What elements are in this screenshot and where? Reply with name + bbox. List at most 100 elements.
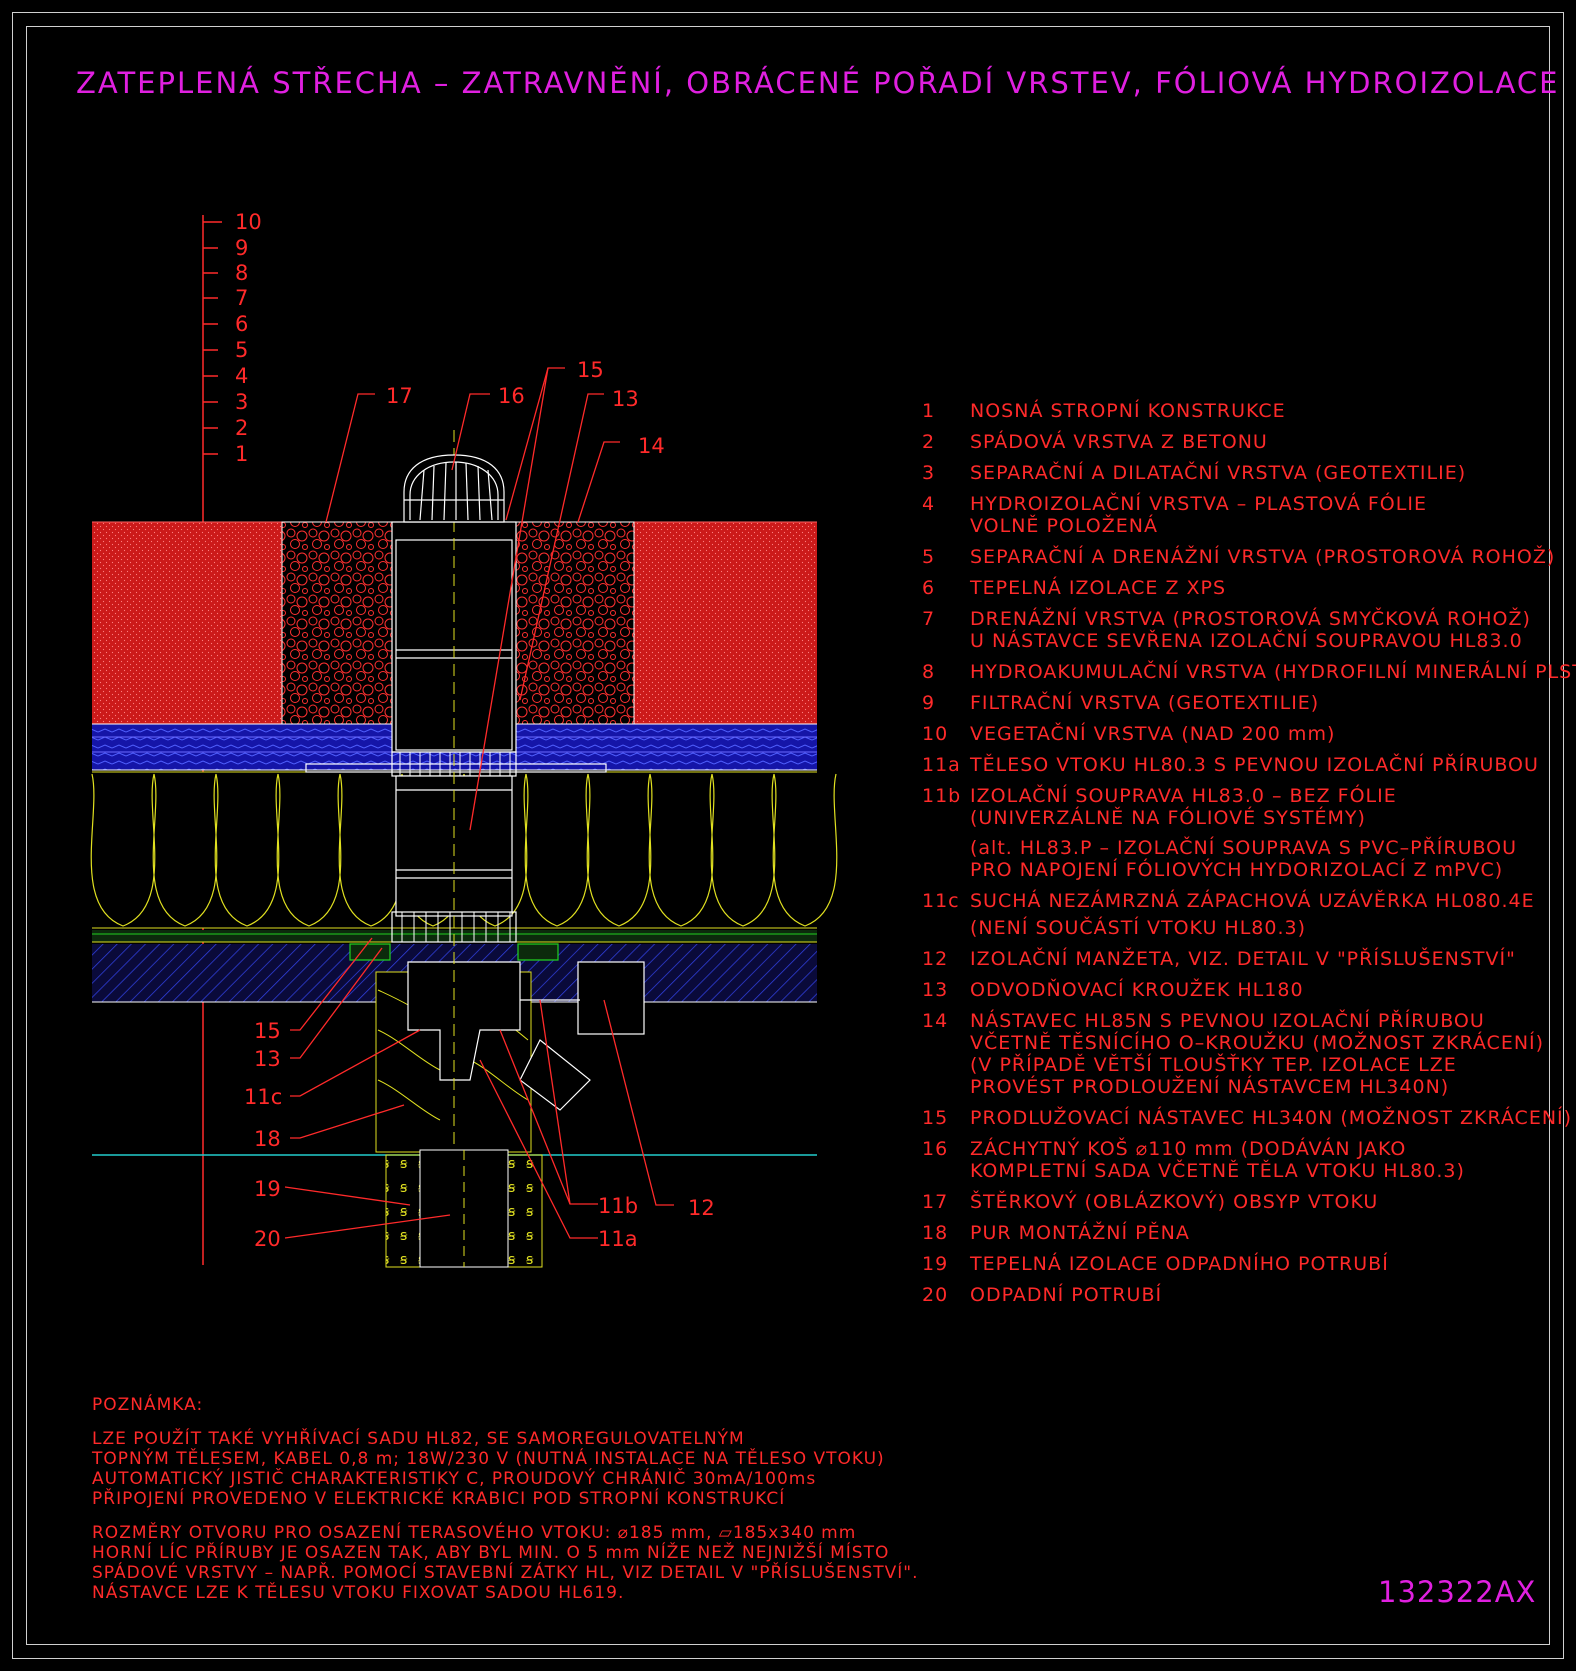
legend-text: SEPARAČNÍ A DRENÁŽNÍ VRSTVA (PROSTOROVÁ … [970, 546, 1555, 568]
callout-11b: 11b [598, 1194, 638, 1218]
legend-number: 11b [922, 785, 962, 807]
legend-number: 13 [922, 979, 949, 1001]
legend-text: TĚLESO VTOKU HL80.3 S PEVNOU IZOLAČNÍ PŘ… [970, 754, 1539, 776]
scale-label-10: 10 [235, 210, 262, 234]
callout-17: 17 [386, 384, 413, 408]
legend-number: 17 [922, 1191, 949, 1213]
legend-text: SPÁDOVÁ VRSTVA Z BETONU [970, 431, 1268, 453]
legend-text: VEGETAČNÍ VRSTVA (NAD 200 mm) [970, 723, 1335, 745]
legend-text: NÁSTAVEC HL85N S PEVNOU IZOLAČNÍ PŘÍRUBO… [970, 1010, 1544, 1098]
legend-number: 1 [922, 400, 936, 422]
downpipe [385, 1149, 543, 1268]
legend-text: NOSNÁ STROPNÍ KONSTRUKCE [970, 400, 1286, 422]
note-line: SPÁDOVÉ VRSTVY – NAPŘ. POMOCÍ STAVEBNÍ Z… [92, 1563, 919, 1583]
legend-number: 7 [922, 608, 936, 630]
scale-label-2: 2 [235, 416, 248, 440]
legend-text: DRENÁŽNÍ VRSTVA (PROSTOROVÁ SMYČKOVÁ ROH… [970, 608, 1531, 652]
drawing-frame-inner [26, 26, 1550, 1645]
legend-line: ODVODŇOVACÍ KROUŽEK HL180 [970, 979, 1304, 1001]
legend-item-17: 17 ŠTĚRKOVÝ (OBLÁZKOVÝ) OBSYP VTOKU [918, 1191, 1518, 1213]
legend-number: 11a [922, 754, 961, 776]
note-line: HORNÍ LÍC PŘÍRUBY JE OSAZEN TAK, ABY BYL… [92, 1543, 890, 1563]
drawing-code: 132322AX [1378, 1575, 1537, 1609]
legend-text: HYDROAKUMULAČNÍ VRSTVA (HYDROFILNÍ MINER… [970, 661, 1576, 683]
legend-text: PRODLUŽOVACÍ NÁSTAVEC HL340N (MOŽNOST ZK… [970, 1107, 1572, 1129]
note-line: NÁSTAVCE LZE K TĚLESU VTOKU FIXOVAT SADO… [92, 1583, 625, 1603]
legend-line: IZOLAČNÍ MANŽETA, VIZ. DETAIL V "PŘÍSLUŠ… [970, 948, 1516, 970]
legend-number: 19 [922, 1253, 949, 1275]
legend-text: ŠTĚRKOVÝ (OBLÁZKOVÝ) OBSYP VTOKU [970, 1191, 1378, 1213]
legend-line: (UNIVERZÁLNĚ NA FÓLIOVÉ SYSTÉMY) [970, 807, 1366, 829]
legend-line: U NÁSTAVCE SEVŘENA IZOLAČNÍ SOUPRAVOU HL… [970, 630, 1523, 652]
drawing-title: ZATEPLENÁ STŘECHA – ZATRAVNĚNÍ, OBRÁCENÉ… [76, 66, 1560, 100]
note-line: TOPNÝM TĚLESEM, KABEL 0,8 m; 18W/230 V (… [92, 1449, 885, 1469]
legend-item-11c: 11c SUCHÁ NEZÁMRZNÁ ZÁPACHOVÁ UZÁVĚRKA HL… [918, 890, 1534, 939]
note-line: LZE POUŽÍT TAKÉ VYHŘÍVACÍ SADU HL82, SE … [92, 1429, 745, 1449]
legend-line: ODPADNÍ POTRUBÍ [970, 1284, 1163, 1306]
note-paragraph-heating: LZE POUŽÍT TAKÉ VYHŘÍVACÍ SADU HL82, SE … [92, 1429, 919, 1509]
legend-text: SEPARAČNÍ A DILATAČNÍ VRSTVA (GEOTEXTILI… [970, 462, 1466, 484]
legend-number: 11c [922, 890, 960, 912]
note-paragraph-dimensions: ROZMĚRY OTVORU PRO OSAZENÍ TERASOVÉHO VT… [92, 1523, 919, 1603]
legend-item-5: 5 SEPARAČNÍ A DRENÁŽNÍ VRSTVA (PROSTOROVÁ… [918, 546, 1554, 568]
legend-number: 18 [922, 1222, 949, 1244]
callout-13-top: 13 [612, 387, 639, 411]
legend-number: 9 [922, 692, 936, 714]
legend-text: TEPELNÁ IZOLACE ODPADNÍHO POTRUBÍ [970, 1253, 1389, 1275]
legend-text: SUCHÁ NEZÁMRZNÁ ZÁPACHOVÁ UZÁVĚRKA HL080… [970, 890, 1535, 939]
legend-item-7: 7 DRENÁŽNÍ VRSTVA (PROSTOROVÁ SMYČKOVÁ RO… [918, 608, 1530, 652]
legend-line: SUCHÁ NEZÁMRZNÁ ZÁPACHOVÁ UZÁVĚRKA HL080… [970, 890, 1535, 912]
callout-11c: 11c [244, 1085, 282, 1109]
legend-line: SEPARAČNÍ A DRENÁŽNÍ VRSTVA (PROSTOROVÁ … [970, 546, 1556, 568]
legend-line: (NENÍ SOUČÁSTÍ VTOKU HL80.3) [970, 917, 1307, 939]
legend-number: 2 [922, 431, 936, 453]
note-heading: POZNÁMKA: [92, 1395, 204, 1415]
legend-number: 5 [922, 546, 936, 568]
legend-line: NOSNÁ STROPNÍ KONSTRUKCE [970, 400, 1286, 422]
legend-line: SEPARAČNÍ A DILATAČNÍ VRSTVA (GEOTEXTILI… [970, 462, 1467, 484]
legend-text: IZOLAČNÍ SOUPRAVA HL83.0 – BEZ FÓLIE(UNI… [970, 785, 1517, 881]
legend-line: NÁSTAVEC HL85N S PEVNOU IZOLAČNÍ PŘÍRUBO… [970, 1010, 1485, 1032]
scale-label-7: 7 [235, 286, 248, 310]
legend-item-11b: 11b IZOLAČNÍ SOUPRAVA HL83.0 – BEZ FÓLIE(… [918, 785, 1518, 881]
callout-13-bottom: 13 [254, 1047, 281, 1071]
legend-line: FILTRAČNÍ VRSTVA (GEOTEXTILIE) [970, 692, 1320, 714]
legend-line: SPÁDOVÁ VRSTVA Z BETONU [970, 431, 1268, 453]
callout-12: 12 [688, 1196, 715, 1220]
legend-number: 8 [922, 661, 936, 683]
legend-line: VOLNĚ POLOŽENÁ [970, 515, 1158, 537]
legend-text: ODVODŇOVACÍ KROUŽEK HL180 [970, 979, 1304, 1001]
legend-number: 16 [922, 1138, 949, 1160]
scale-label-4: 4 [235, 364, 248, 388]
gravel-surround [281, 521, 635, 725]
legend-line: HYDROAKUMULAČNÍ VRSTVA (HYDROFILNÍ MINER… [970, 661, 1576, 683]
legend-text: IZOLAČNÍ MANŽETA, VIZ. DETAIL V "PŘÍSLUŠ… [970, 948, 1516, 970]
leader-lines [284, 367, 674, 1239]
note-line: ROZMĚRY OTVORU PRO OSAZENÍ TERASOVÉHO VT… [92, 1523, 857, 1543]
scale-label-6: 6 [235, 312, 248, 336]
legend-number: 6 [922, 577, 936, 599]
callout-11a: 11a [598, 1227, 638, 1251]
note-line: PŘIPOJENÍ PROVEDENO V ELEKTRICKÉ KRABICI… [92, 1489, 786, 1509]
callout-14: 14 [638, 434, 665, 458]
legend-number: 3 [922, 462, 936, 484]
legend-text: PUR MONTÁŽNÍ PĚNA [970, 1222, 1190, 1244]
legend-number: 14 [922, 1010, 949, 1032]
legend-number: 4 [922, 493, 936, 515]
legend-list: 1 NOSNÁ STROPNÍ KONSTRUKCE 2 SPÁDOVÁ VRSTVA… [918, 400, 1576, 1315]
legend-item-14: 14 NÁSTAVEC HL85N S PEVNOU IZOLAČNÍ PŘÍRU… [918, 1010, 1543, 1098]
legend-line: HYDROIZOLAČNÍ VRSTVA – PLASTOVÁ FÓLIE [970, 493, 1427, 515]
callout-20: 20 [254, 1227, 281, 1251]
legend-line: (V PŘÍPADĚ VĚTŠÍ TLOUŠŤKY TEP. IZOLACE L… [970, 1054, 1457, 1076]
legend-item-19: 19 TEPELNÁ IZOLACE ODPADNÍHO POTRUBÍ [918, 1253, 1518, 1275]
callout-19: 19 [254, 1177, 281, 1201]
legend-line: (alt. HL83.P – IZOLAČNÍ SOUPRAVA S PVC–P… [970, 837, 1518, 859]
